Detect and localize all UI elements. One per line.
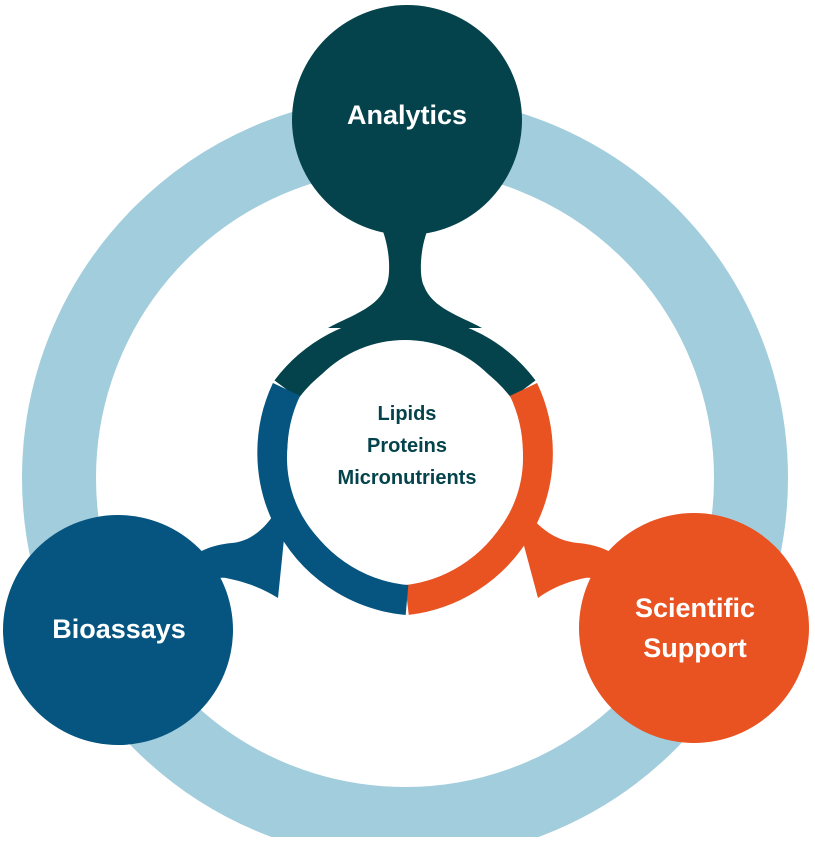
center-topic-micronutrients: Micronutrients	[338, 467, 477, 489]
bioassays-inner-arc	[257, 383, 409, 615]
analytics-connector	[328, 198, 482, 328]
center-topic-proteins: Proteins	[367, 435, 447, 457]
analytics-node	[292, 5, 522, 235]
analytics-inner-arc	[274, 315, 536, 399]
bioassays-node	[3, 515, 233, 745]
center-hub	[287, 340, 523, 576]
bioassays-label: Bioassays	[52, 614, 186, 644]
scientific-support-label-line-1: Scientific	[635, 593, 755, 623]
center-topics: Lipids Proteins Micronutrients	[338, 403, 477, 489]
center-topic-lipids: Lipids	[378, 403, 437, 425]
scientific-support-node	[579, 513, 809, 743]
scientific-support-label-line-2: Support	[643, 633, 746, 663]
analytics-segment	[274, 5, 536, 399]
bioassays-segment	[3, 383, 409, 745]
scientific-support-segment	[405, 382, 809, 743]
analytics-label: Analytics	[347, 100, 467, 130]
